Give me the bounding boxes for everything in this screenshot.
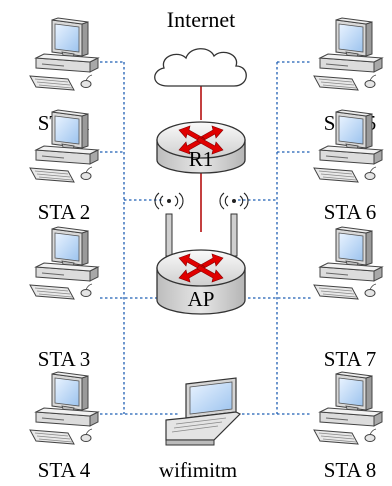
laptop-icon [165, 377, 242, 446]
desktop-computer-icon [313, 226, 383, 300]
station-label: STA 6 [324, 200, 377, 224]
station-sta8: STA 8 [313, 371, 383, 482]
laptop-label: wifimitm [159, 458, 237, 482]
station-label: STA 3 [38, 347, 91, 371]
station-label: STA 8 [324, 458, 377, 482]
access-point-label: AP [188, 287, 215, 311]
station-label: STA 7 [324, 347, 377, 371]
router-icon [156, 121, 246, 174]
station-sta7: STA 7 [313, 226, 383, 371]
station-sta3: STA 3 [29, 226, 99, 371]
desktop-computer-icon [29, 371, 99, 445]
wireless-router-icon [154, 192, 249, 315]
desktop-computer-icon [313, 17, 383, 91]
cloud-icon [154, 48, 247, 87]
station-sta6: STA 6 [313, 109, 383, 224]
station-sta2: STA 2 [29, 109, 99, 224]
desktop-computer-icon [313, 371, 383, 445]
station-sta4: STA 4 [29, 371, 99, 482]
station-label: STA 2 [38, 200, 91, 224]
router-label: R1 [189, 147, 214, 171]
desktop-computer-icon [29, 226, 99, 300]
internet-label: Internet [167, 7, 235, 32]
wireless-links [100, 61, 312, 415]
desktop-computer-icon [29, 17, 99, 91]
station-label: STA 4 [38, 458, 91, 482]
